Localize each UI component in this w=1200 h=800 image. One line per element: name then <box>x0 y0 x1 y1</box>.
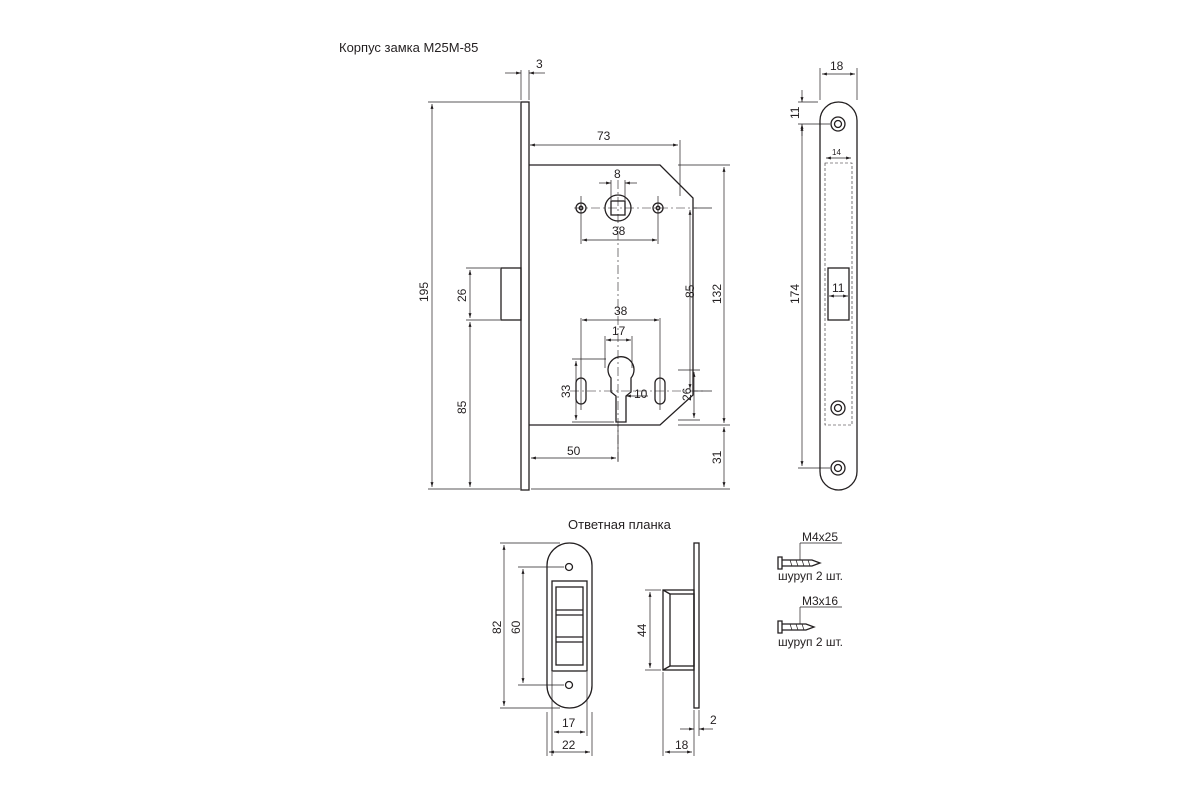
strike-hole-bottom <box>564 680 574 690</box>
cylinder-cutout <box>607 356 635 423</box>
dim-latch-offset: 85 <box>455 400 469 414</box>
strike-hole-top <box>564 562 574 572</box>
strike-plate-front: 82 60 17 22 <box>490 542 593 756</box>
screw-size-1: M4x25 <box>802 530 838 544</box>
dim-cylinder-width: 17 <box>612 324 626 338</box>
strike-side-box-outer <box>662 589 695 671</box>
dim-backset: 50 <box>567 444 581 458</box>
dim-spindle-square: 8 <box>614 167 621 181</box>
strike-box-inner <box>555 586 584 666</box>
latch <box>500 267 522 321</box>
dim-strike-hole-spacing: 60 <box>509 620 523 634</box>
faceplate-side-view: 18 11 14 174 11 <box>788 59 858 491</box>
case-outline <box>529 164 694 426</box>
dim-latch-height: 26 <box>455 288 469 302</box>
screw-m3x16: M3x16 шуруп 2 шт. <box>777 594 843 649</box>
latch-window <box>827 267 850 321</box>
dim-strike-plate-thickness: 2 <box>710 713 717 727</box>
dim-faceplate-inner-width: 14 <box>832 148 841 157</box>
strike-box-outer <box>551 580 588 672</box>
dim-faceplate-thickness: 3 <box>536 57 543 71</box>
faceplate-hole-bottom <box>830 460 846 476</box>
strike-plate-title: Ответная планка <box>568 517 672 532</box>
dim-cylinder-lower: 26 <box>680 387 694 401</box>
screw-m4x25: M4x25 шуруп 2 шт. <box>777 530 843 583</box>
dim-body-height: 132 <box>710 284 724 304</box>
faceplate-inner <box>824 162 853 426</box>
dim-upper-hole-spacing: 38 <box>612 224 626 238</box>
screw-size-2: M3x16 <box>802 594 838 608</box>
screw-shank <box>782 559 822 567</box>
dim-bottom-offset: 31 <box>710 450 724 464</box>
dim-strike-inner-width: 17 <box>562 716 576 730</box>
faceplate <box>520 101 530 491</box>
screw-head <box>777 556 783 570</box>
dim-latch-window: 11 <box>832 281 845 295</box>
faceplate-outline <box>819 101 858 491</box>
faceplate-hole-top <box>830 116 846 132</box>
screw-head <box>777 620 783 634</box>
dim-spindle-cylinder: 85 <box>683 284 697 298</box>
dim-slot-width: 10 <box>634 387 648 401</box>
lock-body-front-view: 3 73 8 38 38 17 195 26 85 <box>417 57 730 491</box>
faceplate-hole-mid <box>830 400 846 416</box>
dim-strike-depth: 18 <box>675 738 689 752</box>
dim-total-height: 195 <box>417 282 431 302</box>
strike-side-box-inner <box>669 593 695 667</box>
lock-body-title: Корпус замка M25M-85 <box>339 40 478 55</box>
screw-qty-2: шуруп 2 шт. <box>778 635 843 649</box>
screw-qty-1: шуруп 2 шт. <box>778 569 843 583</box>
dim-faceplate-top-hole: 11 <box>788 106 802 119</box>
strike-plate-side: 44 2 18 <box>635 542 717 756</box>
dim-lower-hole-spacing: 38 <box>614 304 628 318</box>
strike-outline <box>546 542 593 709</box>
dim-backset-width: 73 <box>597 129 611 143</box>
dim-strike-width: 22 <box>562 738 576 752</box>
strike-side-plate <box>693 542 700 709</box>
dim-strike-height: 82 <box>490 620 504 634</box>
dim-faceplate-width: 18 <box>830 59 844 73</box>
dim-cylinder-height: 33 <box>559 384 573 398</box>
dim-faceplate-hole-spacing: 174 <box>788 284 802 304</box>
dim-strike-box-height: 44 <box>635 623 649 637</box>
